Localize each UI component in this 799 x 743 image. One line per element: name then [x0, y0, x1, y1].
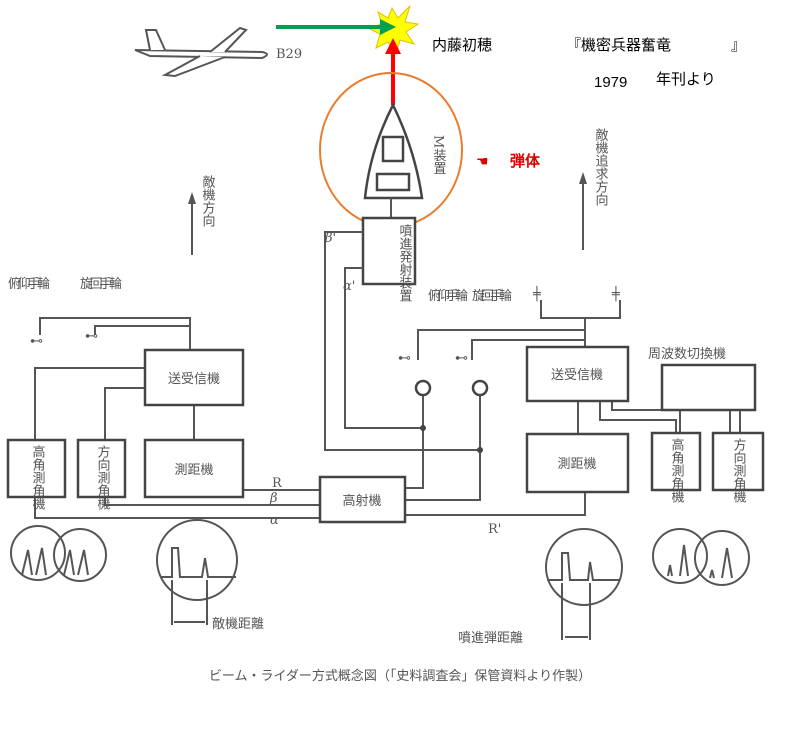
- fire-control-label: 高射機: [342, 493, 381, 509]
- m-device-label: M装置: [431, 135, 447, 175]
- left-rangefinder-label: 測距機: [174, 463, 213, 478]
- right-rangefinder-label: 測距機: [557, 457, 596, 472]
- diagram-caption: ビーム・ライダー方式概念図（「史料調査会」保管資料より作製）: [209, 668, 591, 684]
- fire-control-box: [318, 475, 407, 524]
- r-label: R: [272, 476, 283, 491]
- handwheel-icon: ⊷: [85, 329, 98, 344]
- b29-aircraft-icon: [134, 26, 268, 78]
- left-azimuth-goniometer-box: [76, 438, 127, 499]
- antenna-icon: ╪: [611, 285, 620, 302]
- aircraft-label: B29: [276, 47, 302, 62]
- alpha-prime-label: α': [343, 279, 355, 294]
- left-transceiver-box: [143, 348, 245, 407]
- scope-icon: [156, 519, 238, 601]
- scope-icon: [545, 528, 623, 606]
- tracking-direction-label: 敵機追求方向: [593, 127, 609, 206]
- left-traverse-wheel-label: 旋回手輪: [80, 276, 122, 292]
- pointing-hand-icon: ☚: [476, 154, 489, 170]
- publication-year: 1979: [594, 74, 627, 91]
- left-elevation-goniometer-box: [6, 438, 67, 499]
- right-azimuth-goniometer-label: 方向測角機: [731, 437, 747, 503]
- scope-displays: [10, 519, 750, 640]
- frequency-switch-label: 周波数切換機: [648, 347, 726, 362]
- left-transceiver-label: 送受信機: [168, 372, 220, 387]
- scope-icon: [10, 525, 66, 581]
- handwheel-icon: ⊷: [455, 351, 468, 366]
- handwheel-icon: ⊷: [30, 334, 43, 349]
- center-traverse-wheel-label: 旋回手輪: [472, 288, 512, 304]
- right-range-label: 噴進弾距離: [458, 631, 523, 646]
- right-elevation-goniometer-label: 高角測角機: [669, 437, 685, 503]
- projectile-label: 弾体: [510, 152, 541, 170]
- book-title: 『機密兵器奮竜 』: [566, 37, 746, 54]
- beta-label: β: [269, 491, 278, 506]
- center-elevation-wheel-label: 俯仰手輪: [428, 288, 468, 304]
- projectile-component: [381, 135, 405, 163]
- scope-icon: [652, 528, 708, 584]
- red-arrow-head: [385, 38, 401, 54]
- left-range-label: 敵機距離: [212, 616, 264, 632]
- author-name: 内藤初穂: [432, 37, 492, 54]
- launcher-label: 噴進発射装置: [397, 224, 413, 302]
- right-rangefinder-box: [525, 432, 630, 494]
- left-elevation-wheel-label: 俯仰手輪: [8, 276, 50, 292]
- r-prime-label: R': [488, 522, 501, 537]
- alpha-label: α: [270, 513, 279, 528]
- right-transceiver-box: [525, 345, 630, 403]
- green-arrow-head: [380, 19, 396, 35]
- left-rangefinder-box: [143, 438, 245, 499]
- left-elevation-goniometer-label: 高角測角機: [30, 444, 46, 510]
- right-transceiver-label: 送受信機: [551, 368, 603, 383]
- launcher-box: [361, 216, 417, 286]
- scope-icon: [53, 528, 107, 582]
- servo-motor-icon: [471, 379, 489, 397]
- projectile-component: [375, 172, 411, 192]
- publication-suffix: 年刊より: [656, 71, 716, 88]
- handwheel-icon: ⊷: [398, 351, 411, 366]
- left-azimuth-goniometer-label: 方向測角機: [95, 444, 111, 510]
- frequency-switch-box: [660, 363, 757, 412]
- beta-prime-label: β': [324, 231, 336, 246]
- servo-motor-icon: [414, 379, 432, 397]
- enemy-direction-label: 敵機方向: [200, 174, 216, 227]
- scope-icon: [694, 530, 750, 586]
- right-azimuth-goniometer-box: [711, 431, 765, 492]
- antenna-icon: ╪: [532, 285, 541, 302]
- right-elevation-goniometer-box: [650, 431, 702, 492]
